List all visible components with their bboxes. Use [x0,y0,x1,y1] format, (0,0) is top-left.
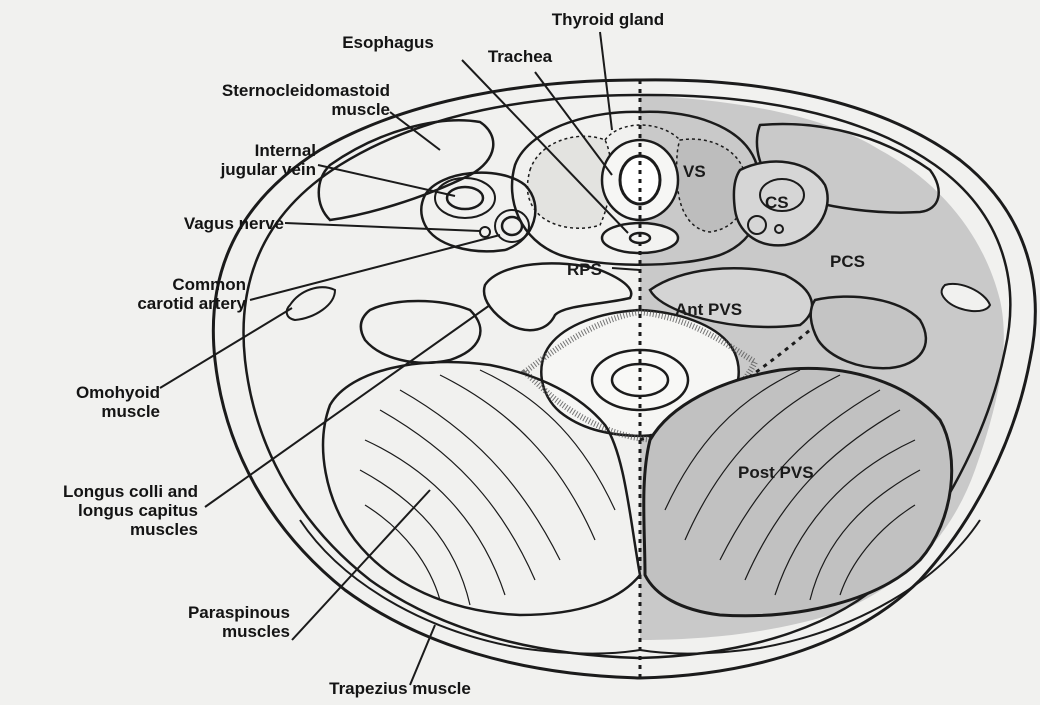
label-posterior-cervical-space: PCS [830,252,865,271]
label-carotid-space: CS [765,193,789,212]
label-esophagus: Esophagus [318,33,458,52]
label-common-carotid-line2: carotid artery [60,294,246,313]
trapezius-muscle-left [300,520,640,654]
label-paraspinous-line1: Paraspinous [80,603,290,622]
label-trachea-text: Trachea [488,47,552,66]
internal-jugular-vein-left-inner [447,187,483,209]
label-omohyoid-line1: Omohyoid [0,383,160,402]
label-thyroid-gland-text: Thyroid gland [552,10,664,29]
label-visceral-space: VS [683,162,706,181]
paraspinous-muscles-right [644,368,952,615]
label-vagus-nerve: Vagus nerve [80,214,284,233]
label-longus-line1: Longus colli and [0,482,198,501]
omohyoid-muscle-left [287,287,335,320]
label-vs-text: VS [683,162,706,181]
label-retropharyngeal-space: RPS [567,260,602,279]
label-common-carotid-line1: Common [60,275,246,294]
vagus-nerve-left [480,227,490,237]
label-sternocleidomastoid-line1: Sternocleidomastoid [90,81,390,100]
label-internal-jugular-line1: Internal [110,141,316,160]
label-post-pvs-text: Post PVS [738,463,814,482]
label-vagus-nerve-text: Vagus nerve [184,214,284,233]
label-paraspinous-line2: muscles [80,622,290,641]
label-trapezius-muscle: Trapezius muscle [300,679,500,698]
label-common-carotid-artery: Common carotid artery [60,275,246,313]
label-rps-text: RPS [567,260,602,279]
label-anterior-perivertebral-space: Ant PVS [675,300,742,319]
label-internal-jugular-line2: jugular vein [110,160,316,179]
label-internal-jugular-vein: Internal jugular vein [110,141,316,179]
label-trapezius-text: Trapezius muscle [329,679,471,698]
label-omohyoid-muscle: Omohyoid muscle [0,383,160,421]
label-ant-pvs-text: Ant PVS [675,300,742,319]
label-pcs-text: PCS [830,252,865,271]
label-sternocleidomastoid: Sternocleidomastoid muscle [90,81,390,119]
label-trachea: Trachea [470,47,570,66]
label-cs-text: CS [765,193,789,212]
label-posterior-perivertebral-space: Post PVS [738,463,814,482]
label-longus-line2: longus capitus [0,501,198,520]
label-longus-muscles: Longus colli and longus capitus muscles [0,482,198,539]
label-longus-line3: muscles [0,520,198,539]
label-omohyoid-line2: muscle [0,402,160,421]
label-sternocleidomastoid-line2: muscle [90,100,390,119]
thyroid-gland-left-lobe [527,136,611,228]
internal-jugular-vein-left-outer [435,178,495,218]
label-esophagus-text: Esophagus [342,33,434,52]
label-paraspinous-muscles: Paraspinous muscles [80,603,290,641]
label-thyroid-gland: Thyroid gland [528,10,688,29]
common-carotid-artery-left-inner [502,217,522,235]
